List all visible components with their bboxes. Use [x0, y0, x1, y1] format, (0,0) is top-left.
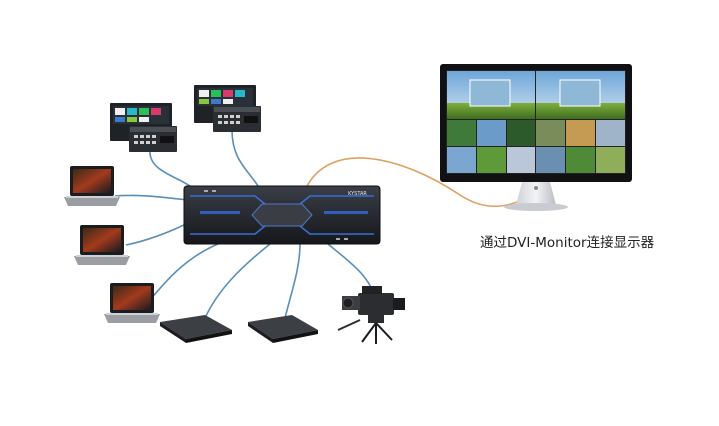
cable-laptop-2 [125, 221, 191, 246]
video-camera-icon [337, 286, 405, 344]
laptop-icon [64, 166, 120, 206]
device-brand: KYSTAR [348, 191, 367, 197]
cable-laptop-3 [149, 243, 219, 301]
dvi-cable [305, 157, 523, 208]
console-icon [194, 85, 261, 132]
network-cables [114, 129, 376, 319]
cable-box-1 [204, 243, 271, 319]
cable-box-2 [284, 243, 301, 319]
laptop-icon [74, 225, 130, 265]
cable-laptop-1 [114, 194, 191, 201]
monitor-caption: 通过DVI-Monitor连接显示器 [480, 235, 655, 251]
laptop-icon [104, 283, 160, 323]
console-icon [110, 103, 177, 152]
monitor-icon [440, 64, 632, 211]
rack-device-icon [183, 185, 381, 245]
cable-console-1 [149, 151, 197, 191]
settop-box-icon [160, 315, 232, 343]
settop-box-icon [248, 315, 318, 343]
cable-console-2 [231, 129, 259, 187]
